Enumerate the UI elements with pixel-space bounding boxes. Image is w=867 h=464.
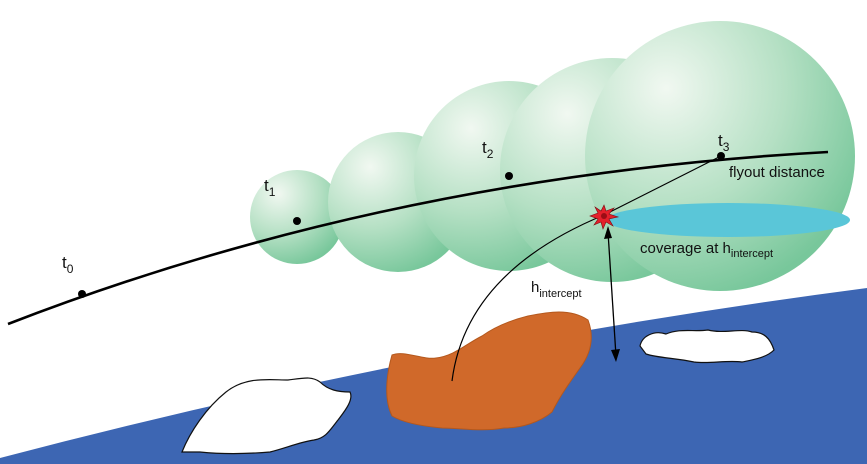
trajectory-point-t1 [293, 217, 301, 225]
trajectory-point-t0 [78, 290, 86, 298]
trajectory-point-t2 [505, 172, 513, 180]
coverage-disc [606, 203, 850, 237]
label-h-intercept: hintercept [531, 279, 582, 300]
label-flyout-distance: flyout distance [729, 164, 825, 181]
threat-trajectory [7, 150, 829, 326]
label-t3: t3 [718, 131, 730, 154]
flyout-distance-line [603, 155, 722, 216]
white-landmass-right [639, 329, 775, 364]
label-coverage: coverage at hintercept [640, 240, 773, 260]
label-t1: t1 [264, 176, 276, 199]
interceptor-path [451, 214, 605, 382]
label-t0: t0 [62, 253, 74, 276]
intercept-burst [589, 204, 620, 230]
altitude-arrow [604, 226, 620, 362]
white-landmass-left [181, 377, 352, 455]
target-landmass [386, 311, 592, 431]
label-t2: t2 [482, 138, 494, 161]
